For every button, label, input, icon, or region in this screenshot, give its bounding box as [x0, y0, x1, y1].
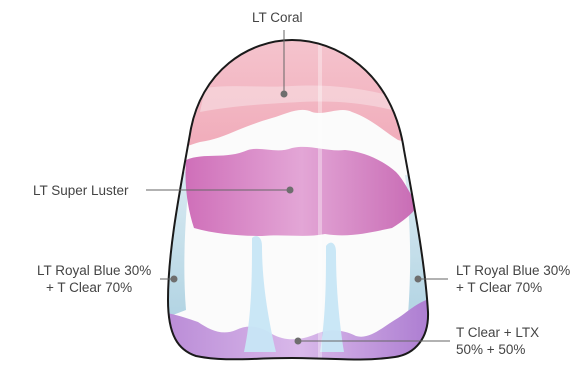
dot-royal-left [171, 276, 178, 283]
label-lt-super-luster: LT Super Luster [33, 182, 129, 199]
label-clear-ltx: T Clear + LTX 50% + 50% [456, 324, 539, 358]
dot-clear-ltx [295, 338, 302, 345]
label-lt-coral: LT Coral [252, 9, 303, 26]
dot-royal-right [415, 276, 422, 283]
label-royal-blue-right-line2: + T Clear 70% [456, 279, 570, 296]
label-royal-blue-right: LT Royal Blue 30% + T Clear 70% [456, 262, 570, 296]
dot-coral [281, 91, 288, 98]
dot-super-luster [287, 187, 294, 194]
label-clear-ltx-line2: 50% + 50% [456, 341, 539, 358]
label-royal-blue-right-line1: LT Royal Blue 30% [456, 262, 570, 279]
label-royal-blue-left: LT Royal Blue 30% + T Clear 70% [37, 262, 151, 296]
label-lt-coral-text: LT Coral [252, 9, 303, 26]
label-royal-blue-left-line2: + T Clear 70% [37, 279, 151, 296]
label-royal-blue-left-line1: LT Royal Blue 30% [37, 262, 151, 279]
label-lt-super-luster-text: LT Super Luster [33, 182, 129, 199]
label-clear-ltx-line1: T Clear + LTX [456, 324, 539, 341]
